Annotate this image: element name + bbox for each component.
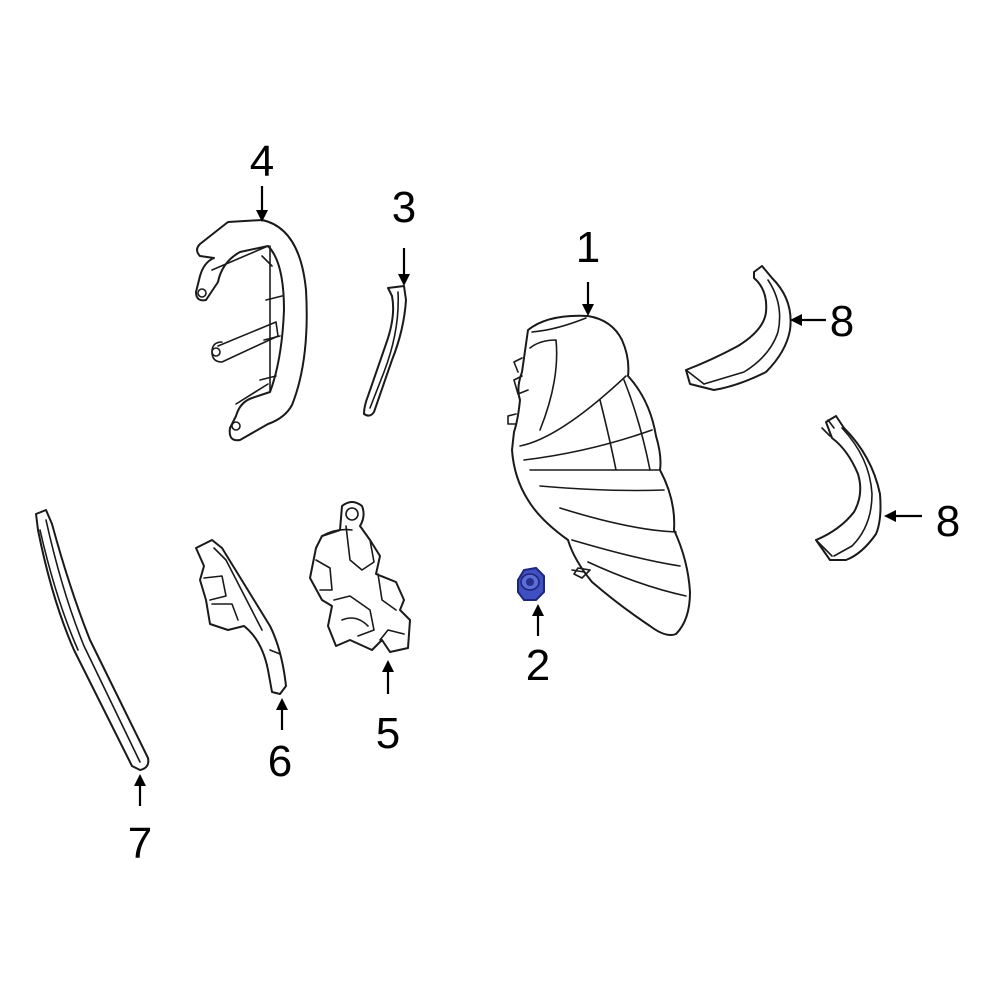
part-8-trim-lower[interactable] bbox=[815, 415, 882, 561]
part-8-trim-upper[interactable] bbox=[685, 265, 792, 391]
part-2-nut[interactable] bbox=[517, 566, 545, 601]
callout-arrows bbox=[134, 186, 922, 806]
callout-1: 1 bbox=[576, 223, 600, 272]
callout-4: 4 bbox=[250, 137, 274, 186]
part-1-housing[interactable] bbox=[507, 314, 691, 636]
callout-5: 5 bbox=[376, 709, 400, 758]
callout-3: 3 bbox=[392, 183, 416, 232]
part-4-bracket[interactable] bbox=[195, 219, 308, 442]
part-6-bracket[interactable] bbox=[195, 539, 287, 695]
callout-8-upper: 8 bbox=[830, 297, 854, 346]
callout-7: 7 bbox=[128, 819, 152, 868]
callout-8-lower: 8 bbox=[936, 497, 960, 546]
part-7-seal[interactable] bbox=[35, 509, 150, 771]
callout-2: 2 bbox=[526, 641, 550, 690]
callout-6: 6 bbox=[268, 737, 292, 786]
part-5-mechanism[interactable] bbox=[309, 501, 411, 653]
part-3-strip[interactable] bbox=[363, 285, 407, 417]
